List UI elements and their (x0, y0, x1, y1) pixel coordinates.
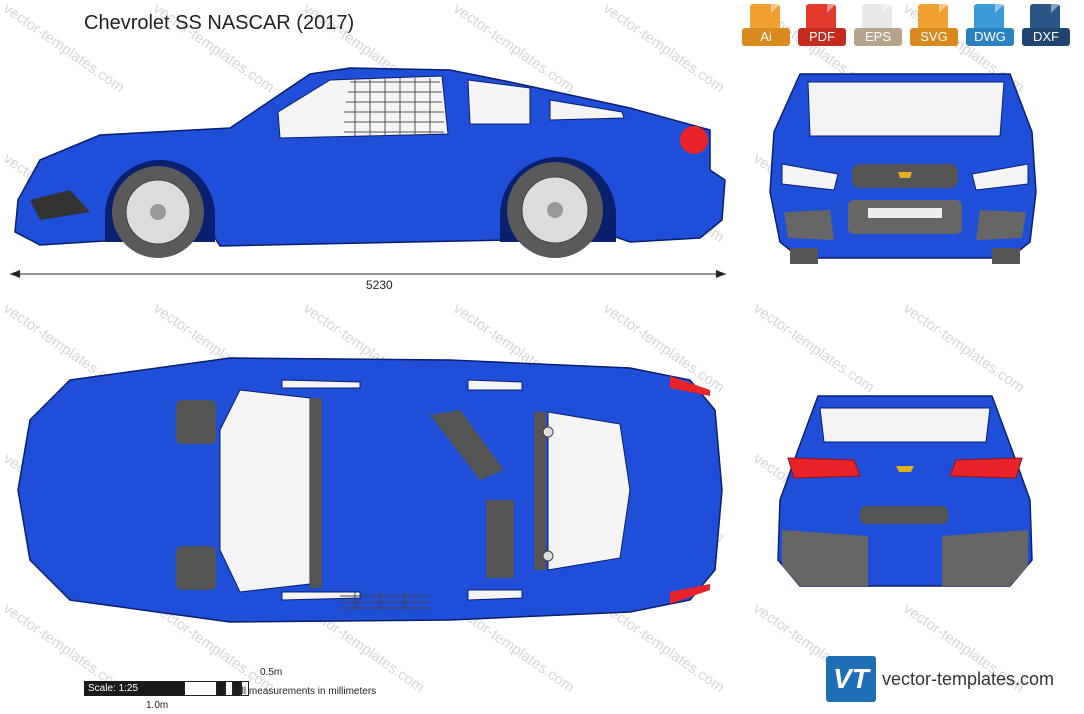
format-dwg-button[interactable]: DWG (966, 4, 1014, 50)
format-label: SVG (910, 28, 958, 46)
scale-half-label: 0.5m (260, 667, 283, 678)
format-dxf-button[interactable]: DXF (1022, 4, 1070, 50)
rear-view (777, 395, 1033, 587)
scale-segment (217, 681, 225, 696)
brand-link[interactable]: VT vector-templates.com (826, 656, 1054, 702)
file-fold-icon (939, 4, 948, 13)
file-fold-icon (883, 4, 892, 13)
format-pdf-button[interactable]: PDF (798, 4, 846, 50)
file-fold-icon (1051, 4, 1060, 13)
scale-segment (184, 681, 217, 696)
scale-bar: 0.5m Scale: 1:25 All measurements in mil… (84, 664, 404, 712)
measurement-note: All measurements in millimeters (235, 686, 377, 697)
page-title: Chevrolet SS NASCAR (2017) (84, 12, 355, 34)
brand-logo-icon: VT (826, 656, 876, 702)
front-view (769, 73, 1037, 264)
scale-segment (225, 681, 233, 696)
watermark-text: vector-templates.com (900, 300, 1028, 397)
brand-name: vector-templates.com (882, 668, 1055, 689)
side-view (10, 67, 726, 278)
format-eps-button[interactable]: EPS (854, 4, 902, 50)
format-ai-button[interactable]: Ai (742, 4, 790, 50)
format-label: EPS (854, 28, 902, 46)
format-label: DXF (1022, 28, 1070, 46)
format-label: PDF (798, 28, 846, 46)
format-bar: Ai PDF EPS SVG DWG DXF (742, 4, 1070, 50)
scale-segment (233, 681, 241, 696)
format-label: DWG (966, 28, 1014, 46)
format-svg-button[interactable]: SVG (910, 4, 958, 50)
file-fold-icon (771, 4, 780, 13)
scale-segment (241, 681, 249, 696)
length-dimension: 5230 (366, 278, 393, 292)
scale-full-label: 1.0m (146, 700, 169, 711)
scale-label: Scale: 1:25 (84, 681, 184, 696)
file-fold-icon (827, 4, 836, 13)
top-view (17, 357, 723, 623)
file-fold-icon (995, 4, 1004, 13)
watermark-text: vector-templates.com (750, 300, 878, 397)
format-label: Ai (742, 28, 790, 46)
